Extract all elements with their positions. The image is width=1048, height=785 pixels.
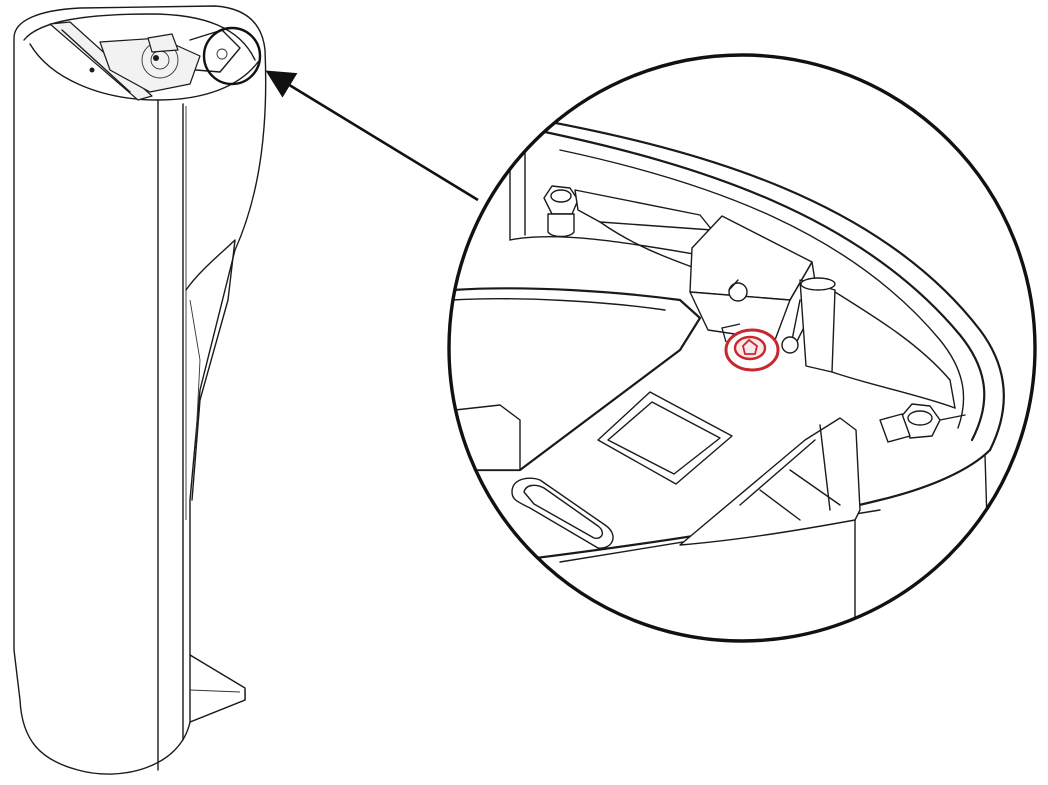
bollard-body [13, 5, 267, 775]
leader-arrow [265, 70, 479, 202]
hex-nut-right [879, 403, 966, 443]
zoom-circle-outline [447, 53, 1037, 643]
bollard-top-rim [23, 13, 256, 61]
slot-cutout [511, 477, 614, 549]
bollard-foot-plate [189, 654, 246, 723]
square-cutout [597, 391, 733, 485]
housing-outer-shell [538, 118, 1005, 452]
bollard-zoom-marker [202, 26, 262, 86]
zoom-detail-circle [447, 53, 1037, 643]
bollard-top-interior [49, 21, 241, 101]
bollard-outer-shell [13, 5, 267, 775]
bollard-side-recess [185, 239, 236, 501]
highlighted-screw [721, 323, 780, 372]
mounting-plate [450, 287, 702, 472]
